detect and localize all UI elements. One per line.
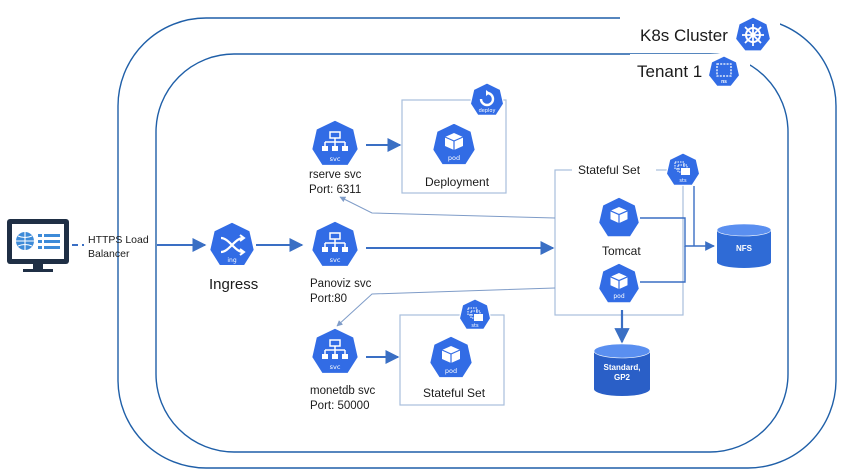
storage-label-line1: Standard, [603, 363, 641, 372]
statefulset-small-label: Stateful Set [423, 386, 486, 400]
tenant-boundary [155, 53, 789, 453]
tomcat-pod-icon-2: pod [597, 262, 641, 304]
rserve-svc-icon: svc [310, 119, 360, 167]
namespace-icon [707, 55, 741, 87]
helm-wheel-icon [734, 16, 772, 52]
rserve-port: Port: 6311 [309, 184, 362, 196]
monetdb-port: Port: 50000 [310, 400, 370, 412]
rserve-icon-text: svc [330, 155, 341, 163]
panoviz-name: Panoviz svc [310, 278, 372, 290]
lb-label-line2: Balancer [88, 248, 130, 260]
cluster-boundary [117, 17, 837, 469]
deployment-box [401, 99, 507, 194]
tomcat-pod-text: pod [613, 293, 624, 300]
standard-gp2-storage-icon [593, 343, 651, 396]
monetdb-svc-icon: svc [310, 327, 360, 375]
panoviz-svc-icon: svc [310, 220, 360, 268]
panoviz-icon-text: svc [330, 256, 341, 264]
tomcat-pod-icon-1 [597, 196, 641, 238]
tomcat-to-rserve-arrow [339, 196, 556, 219]
ingress-icon: ing [208, 221, 256, 267]
statefulset-small-pod-text: pod [445, 367, 457, 375]
cluster-label: K8s Cluster [640, 26, 728, 45]
deploy-badge-icon: deploy [469, 82, 505, 116]
sts-main-badge-text: sts [679, 178, 687, 184]
deploy-badge-text: deploy [479, 108, 496, 114]
nfs-label: NFS [736, 244, 752, 253]
pod1-to-nfs-line [640, 217, 715, 251]
namespace-icon-text: ns [721, 79, 727, 85]
monitor-globe-icon [7, 219, 69, 272]
nfs-storage-icon [716, 223, 772, 268]
ingress-label: Ingress [209, 276, 259, 293]
statefulset-small-pod-icon: pod [428, 335, 474, 379]
lb-label-line1: HTTPS Load [88, 234, 149, 246]
sts-main-badge-icon: sts [665, 152, 701, 186]
statefulset-small-box [399, 314, 505, 406]
monetdb-icon-text: svc [330, 363, 341, 371]
deployment-pod-text: pod [448, 154, 460, 162]
sts-small-badge-text: sts [471, 323, 479, 329]
statefulset-main-label: Stateful Set [578, 163, 641, 177]
ingress-icon-text: ing [227, 257, 236, 264]
tenant-label: Tenant 1 [637, 62, 703, 81]
rserve-name: rserve svc [309, 169, 362, 181]
monetdb-name: monetdb svc [310, 385, 376, 397]
pod2-to-nfs-line [640, 246, 686, 283]
deployment-label: Deployment [425, 175, 490, 189]
storage-label-line2: GP2 [613, 373, 630, 382]
tomcat-to-monetdb-arrow [336, 287, 556, 327]
panoviz-port: Port:80 [310, 293, 348, 305]
deployment-pod-icon: pod [431, 122, 477, 166]
tomcat-label: Tomcat [602, 244, 641, 258]
sts-small-badge-icon: sts [458, 298, 492, 330]
